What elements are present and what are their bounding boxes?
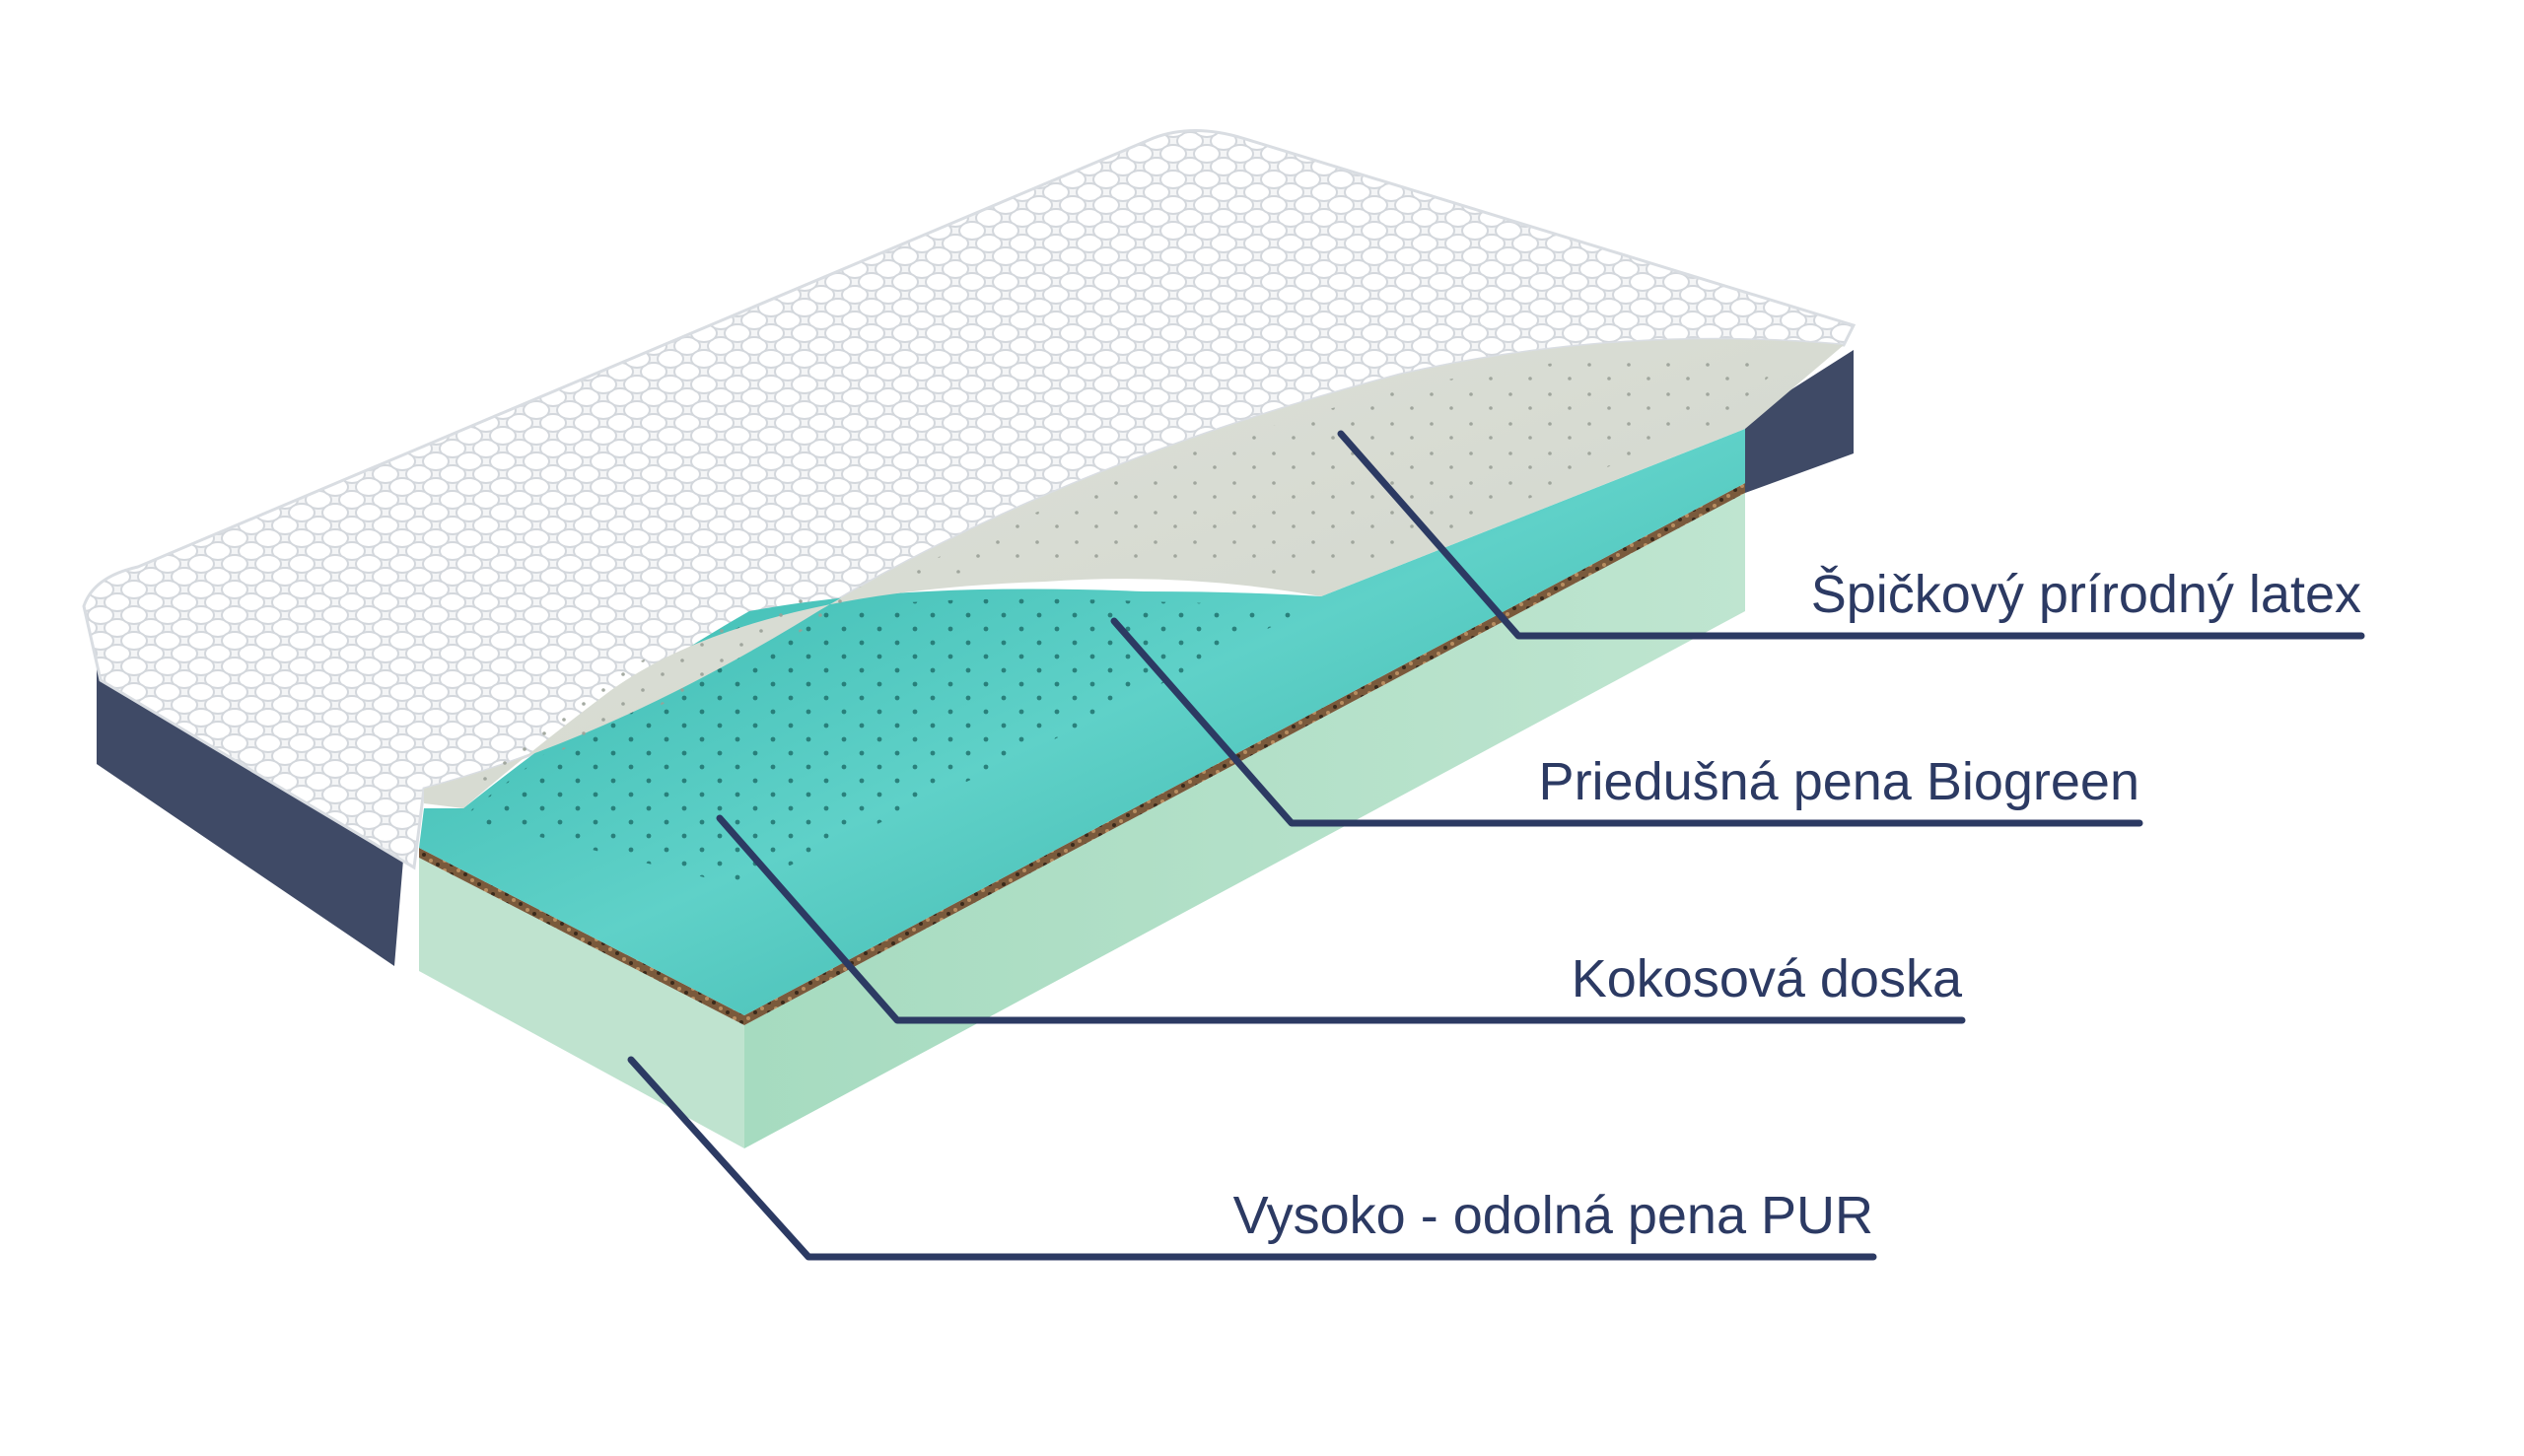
callout-label-biogreen: Priedušná pena Biogreen xyxy=(1538,752,2139,811)
callout-line-pur xyxy=(627,1056,1877,1261)
side-fabric-left xyxy=(97,651,404,966)
callout-line-biogreen xyxy=(1110,617,2143,827)
callout-label-latex: Špičkový prírodný latex xyxy=(1810,565,2361,624)
pur-foam-front xyxy=(419,858,744,1148)
callout-label-coconut: Kokosová doska xyxy=(1571,949,1962,1008)
side-fabric-right xyxy=(1745,350,1854,493)
callout-line-latex xyxy=(1337,430,2365,640)
pur-foam-side xyxy=(744,493,1745,1148)
latex-perforation xyxy=(463,353,1794,789)
callout-line-coconut xyxy=(716,814,1966,1024)
callout-lines xyxy=(627,430,2365,1261)
callout-label-pur: Vysoko - odolná pena PUR xyxy=(1232,1186,1873,1245)
